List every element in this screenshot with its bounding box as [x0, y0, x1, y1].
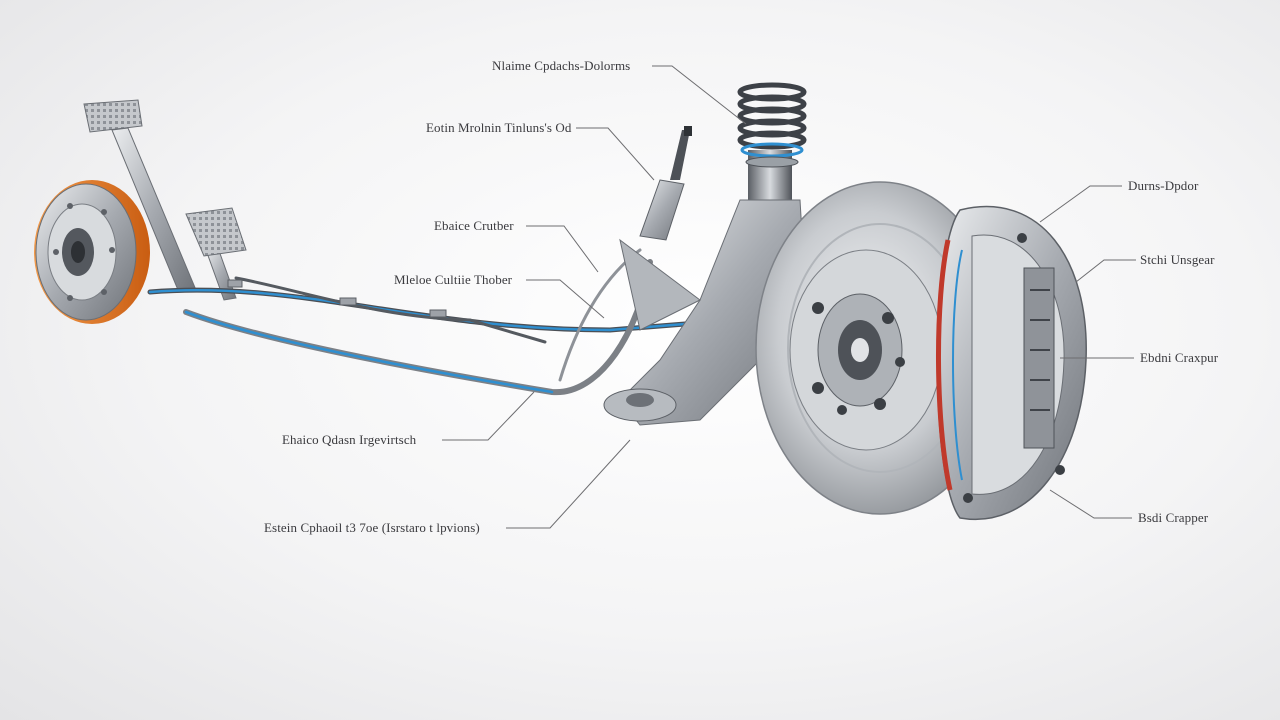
label-upper: Eotin Mrolnin Tinluns's Od	[426, 120, 572, 135]
brake-pedal-assembly	[83, 99, 197, 291]
master-cylinder-fitting	[639, 126, 692, 241]
label-right-4: Bsdi Crapper	[1138, 510, 1209, 525]
label-right-2: Stchi Unsgear	[1140, 252, 1215, 267]
brake-booster	[34, 180, 150, 324]
label-bottom: Estein Cphaoil t3 7oe (Isrstaro t lpvion…	[264, 520, 480, 535]
label-top: Nlaime Cpdachs-Dolorms	[492, 58, 631, 73]
leader-lines	[442, 65, 1136, 529]
brake-caliper	[936, 205, 1087, 521]
label-lower: Ehaico Qdasn Irgevirtsch	[282, 432, 417, 447]
label-right-3: Ebdni Craxpur	[1140, 350, 1219, 365]
label-right-1: Durns-Dpdor	[1128, 178, 1199, 193]
label-meloe: Mleloe Cultiie Thober	[394, 272, 513, 287]
label-brake-cruther: Ebaice Crutber	[434, 218, 514, 233]
